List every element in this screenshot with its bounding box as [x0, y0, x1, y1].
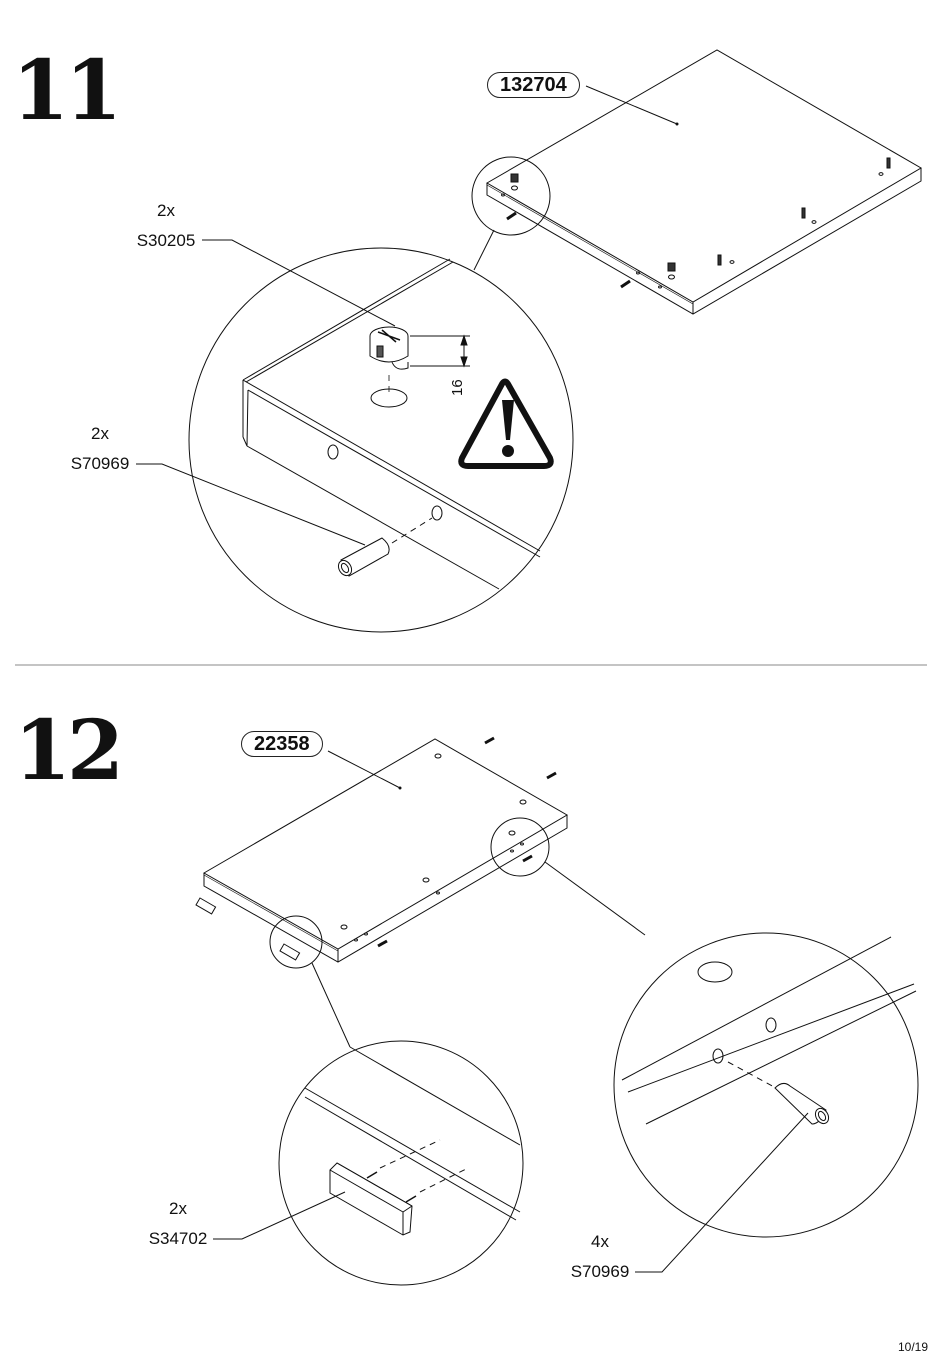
part-tag-132704: 132704 [487, 72, 580, 98]
detail-circle-step-12-right [613, 932, 919, 1238]
hardware-label-s70969-step-12: 4x S70969 [560, 1227, 640, 1287]
panel-132704-drawing [471, 49, 922, 315]
hardware-code: S70969 [70, 454, 130, 473]
dowel-s70969 [774, 1082, 830, 1125]
hardware-code: S30205 [136, 231, 196, 250]
dowel-marker [801, 207, 817, 224]
dowel-marker [717, 254, 735, 266]
part-tag-22358: 22358 [241, 731, 323, 757]
hardware-qty: 2x [91, 424, 109, 443]
step-number-12: 12 [14, 703, 124, 799]
dimension-label: 16 [449, 379, 466, 396]
detail-circle-step-11 [188, 247, 574, 633]
dowel-marker [878, 157, 891, 176]
page-number: 10/19 [897, 1340, 928, 1354]
hardware-label-s70969: 2x S70969 [60, 419, 140, 479]
hardware-code: S34702 [148, 1229, 208, 1248]
hardware-qty: 2x [169, 1199, 187, 1218]
hardware-label-s30205: 2x S30205 [126, 196, 206, 256]
panel-22358-drawing [195, 736, 568, 969]
cam-lock-marker [510, 173, 519, 191]
detail-circle-step-12-left [278, 1040, 524, 1286]
hardware-qty: 2x [157, 201, 175, 220]
warning-icon [458, 378, 554, 469]
hardware-code: S70969 [570, 1262, 630, 1281]
cam-lock-marker [667, 262, 676, 280]
hardware-qty: 4x [591, 1232, 609, 1251]
dowel-s70969 [337, 517, 433, 577]
hardware-label-s34702: 2x S34702 [138, 1194, 218, 1254]
cam-lock-s30205 [369, 326, 409, 392]
step-number-11: 11 [12, 43, 122, 139]
cover-cap-s34702 [329, 1139, 469, 1236]
